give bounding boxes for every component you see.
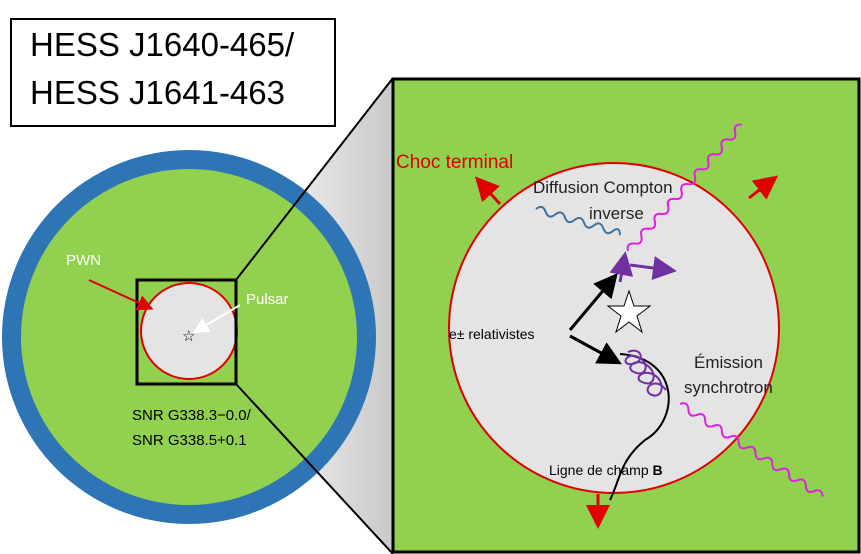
left-pulsar-star-icon: ☆ (182, 328, 195, 345)
synchrotron-label-line1: Émission (694, 353, 763, 372)
zoom-line-top (235, 77, 394, 281)
zoom-line-bottom (235, 383, 394, 554)
ic-label-line2: inverse (589, 204, 644, 223)
pulsar-star-icon (606, 289, 652, 334)
title-box: HESS J1640-465/ HESS J1641-463 (10, 18, 336, 127)
electron-helix-icon (624, 349, 667, 397)
field-line-label: Ligne de champ B (549, 462, 663, 478)
pulsar-label: Pulsar (246, 291, 289, 308)
zoom-box (135, 278, 238, 386)
synchrotron-label-line2: synchrotron (684, 378, 773, 397)
shock-arrow-top-left (474, 176, 502, 206)
snr-name-line1: SNR G338.3−0.0/ (132, 407, 252, 424)
electron-in-arrow (609, 251, 634, 283)
ic-gamma-wave-icon (626, 123, 742, 252)
electron-out-arrow (629, 256, 677, 280)
termination-shock-label: Choc terminal (396, 152, 513, 173)
magnetic-field-line (609, 353, 670, 501)
pulsar-arrow (192, 304, 241, 334)
pwn-arrow (88, 279, 154, 311)
soft-photon-wave-icon (535, 205, 622, 236)
pwn-label: PWN (66, 252, 101, 269)
shock-arrow-top-right (748, 175, 779, 200)
electrons-label: e± relativistes (449, 326, 535, 342)
electron-label-arrow-up (568, 273, 618, 331)
synchrotron-gamma-wave-icon (679, 402, 824, 497)
ic-label-line1: Diffusion Compton (533, 178, 673, 197)
title-line-2: HESS J1641-463 (30, 74, 285, 111)
electron-label-arrow-down (569, 334, 622, 365)
title-line-1: HESS J1640-465/ (30, 26, 295, 63)
snr-name-line2: SNR G338.5+0.1 (132, 432, 247, 449)
